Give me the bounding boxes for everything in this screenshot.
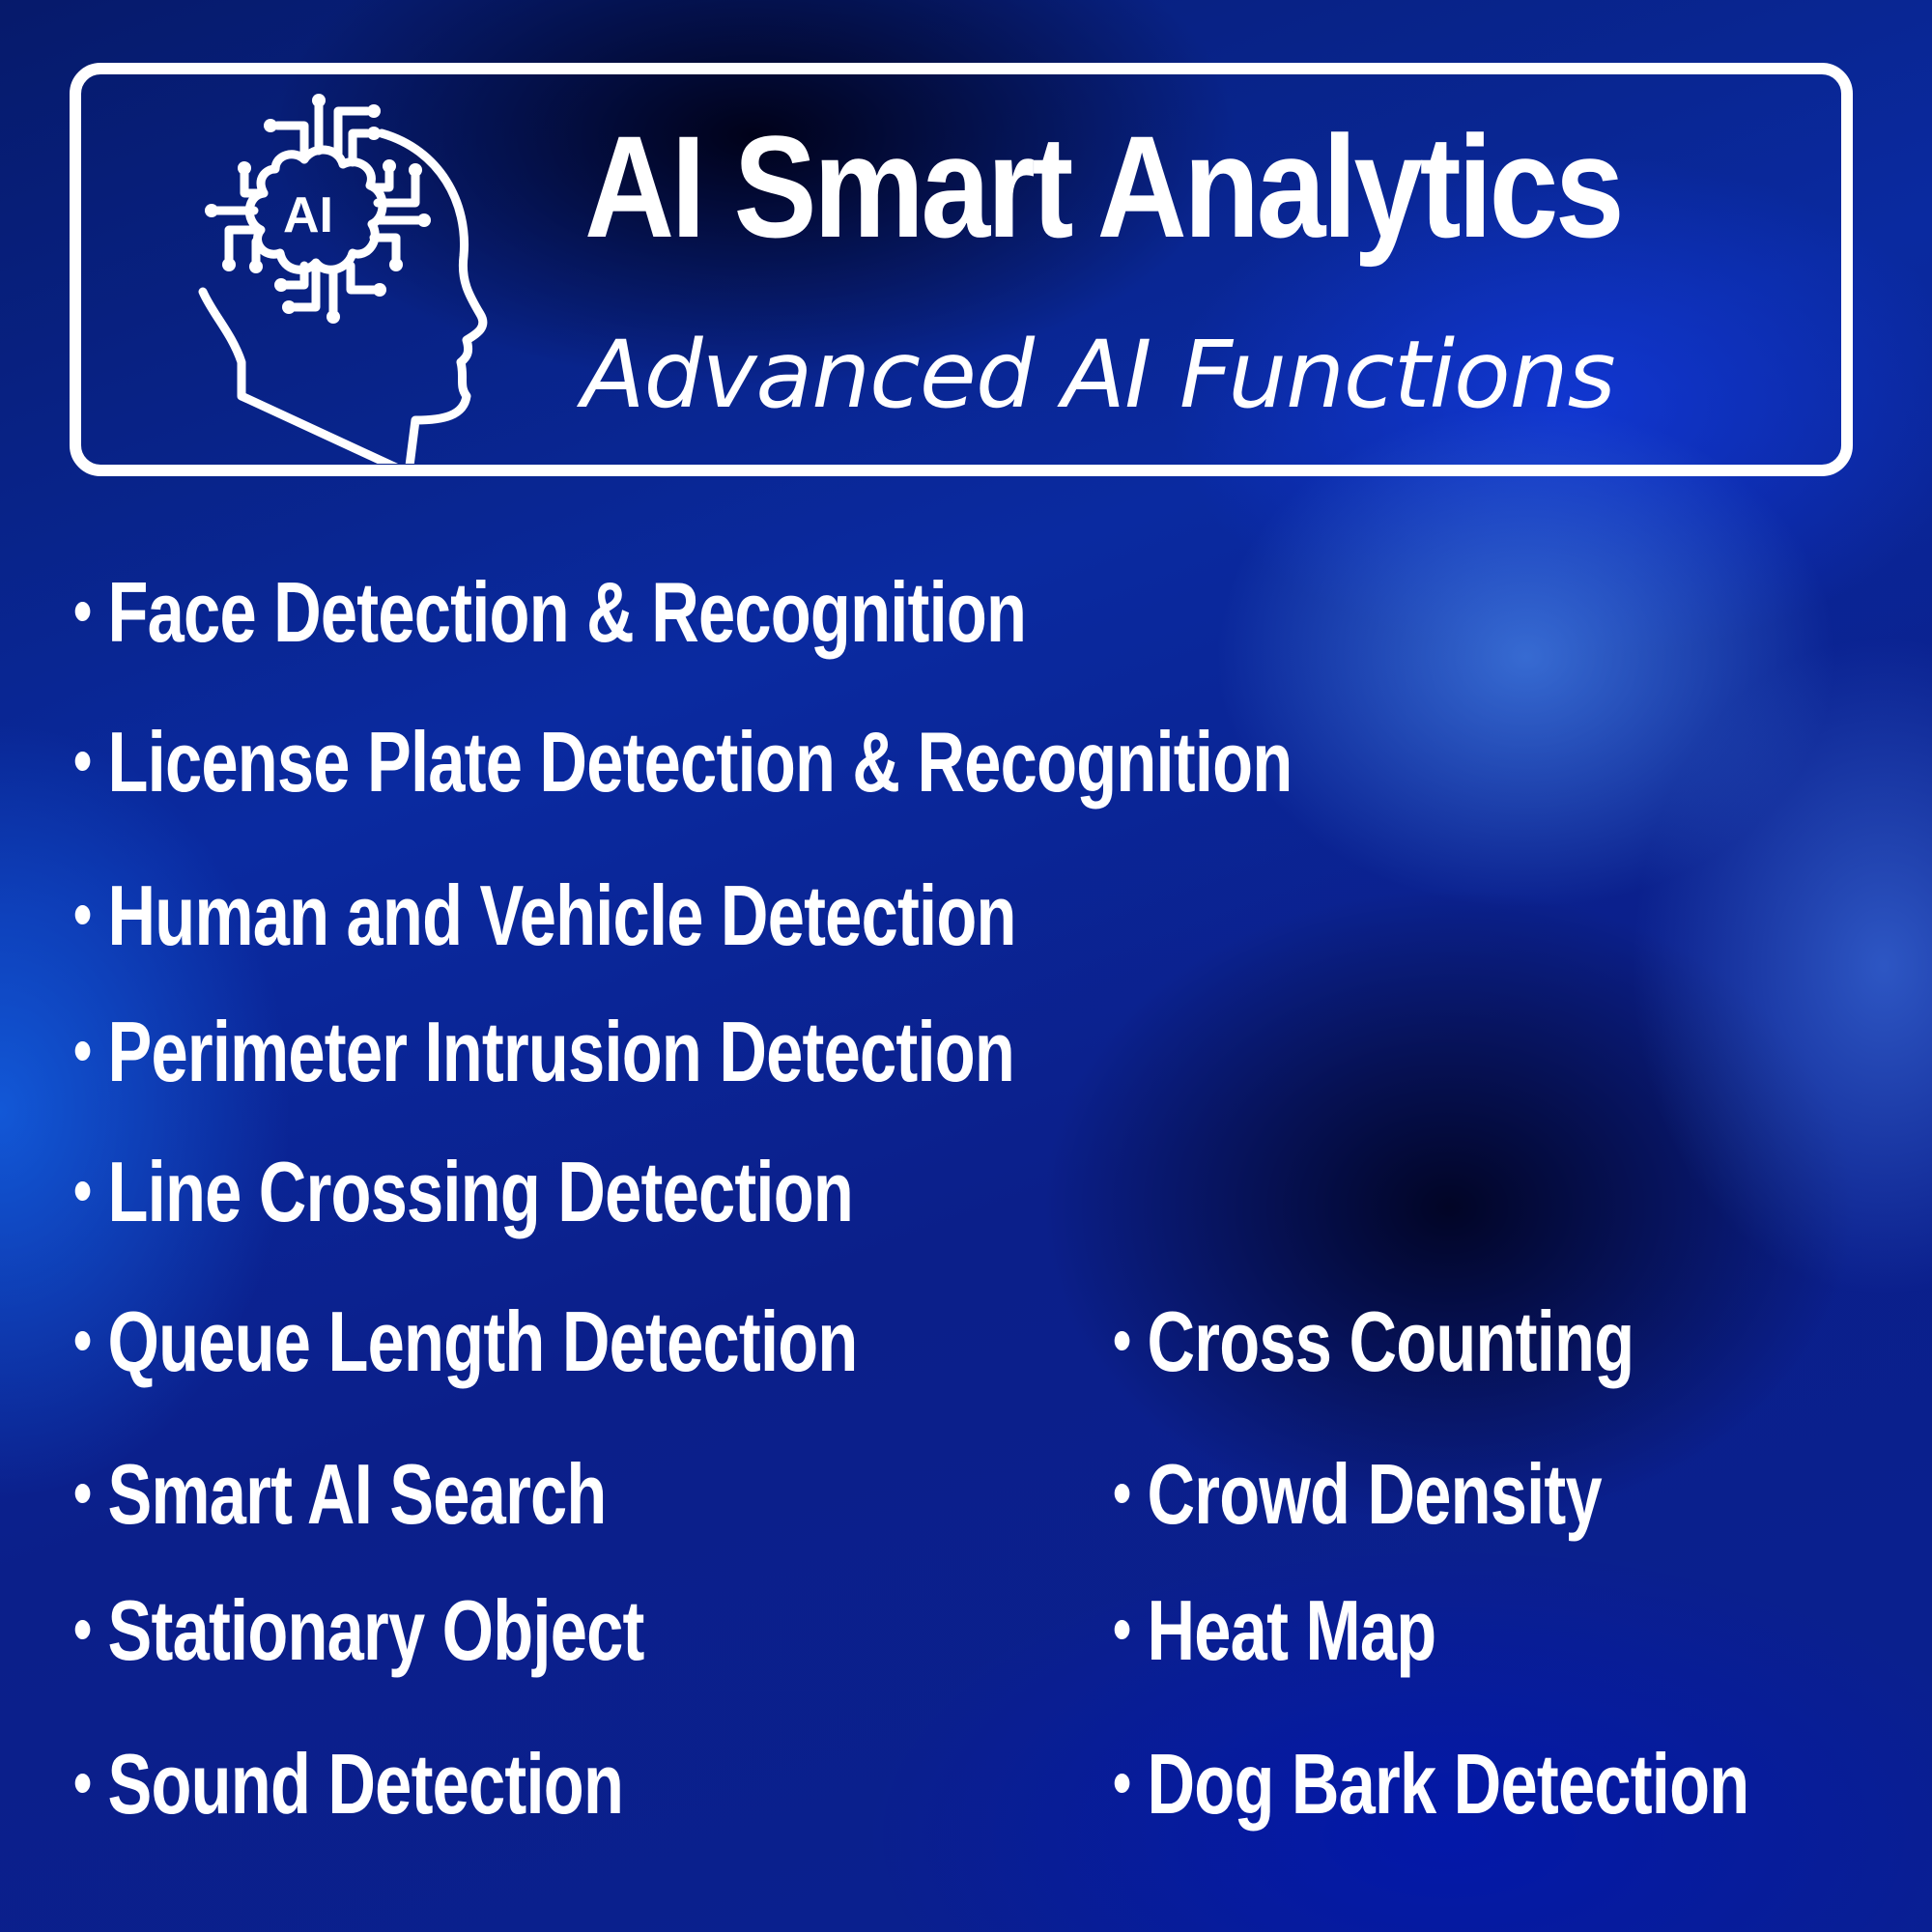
feature-item: •Human and Vehicle Detection (73, 873, 1016, 958)
feature-label: Human and Vehicle Detection (107, 867, 1017, 963)
bullet-icon: • (1113, 1591, 1131, 1666)
feature-label: Perimeter Intrusion Detection (107, 1004, 1015, 1099)
bullet-icon: • (73, 1591, 92, 1666)
feature-label: Queue Length Detection (107, 1293, 859, 1389)
feature-item: •Heat Map (1113, 1588, 1436, 1673)
ai-brain-head-icon: AI (198, 94, 488, 464)
bullet-icon: • (73, 1152, 92, 1228)
feature-item: •Queue Length Detection (73, 1299, 858, 1384)
feature-label: Crowd Density (1147, 1446, 1603, 1542)
bullet-icon: • (73, 876, 92, 952)
feature-item: •License Plate Detection & Recognition (73, 720, 1293, 805)
bullet-icon: • (73, 723, 92, 798)
feature-item: •Sound Detection (73, 1742, 624, 1827)
page-subtitle: Advanced AI Functions (582, 321, 1616, 429)
feature-item: •Stationary Object (73, 1588, 644, 1673)
bullet-icon: • (73, 573, 92, 648)
feature-label: Heat Map (1147, 1582, 1437, 1678)
feature-label: Stationary Object (107, 1582, 645, 1678)
feature-label: Dog Bark Detection (1147, 1736, 1750, 1832)
feature-label: Cross Counting (1147, 1293, 1635, 1389)
bullet-icon: • (73, 1455, 92, 1530)
feature-item: •Crowd Density (1113, 1452, 1603, 1537)
feature-item: •Dog Bark Detection (1113, 1742, 1749, 1827)
feature-label: Face Detection & Recognition (107, 564, 1027, 660)
bullet-icon: • (1113, 1455, 1131, 1530)
bullet-icon: • (1113, 1745, 1131, 1820)
svg-text:AI: AI (283, 187, 333, 243)
feature-item: •Smart AI Search (73, 1452, 607, 1537)
page-title: AI Smart Analytics (584, 105, 1625, 268)
bullet-icon: • (1113, 1302, 1131, 1378)
bullet-icon: • (73, 1302, 92, 1378)
bullet-icon: • (73, 1012, 92, 1088)
feature-item: •Face Detection & Recognition (73, 570, 1027, 655)
feature-label: Smart AI Search (107, 1446, 608, 1542)
feature-item: •Line Crossing Detection (73, 1150, 854, 1235)
feature-item: •Perimeter Intrusion Detection (73, 1009, 1015, 1094)
header-box (70, 63, 1853, 476)
feature-item: •Cross Counting (1113, 1299, 1634, 1384)
feature-label: Line Crossing Detection (107, 1144, 854, 1239)
feature-label: Sound Detection (107, 1736, 624, 1832)
bullet-icon: • (73, 1745, 92, 1820)
feature-label: License Plate Detection & Recognition (107, 714, 1293, 810)
